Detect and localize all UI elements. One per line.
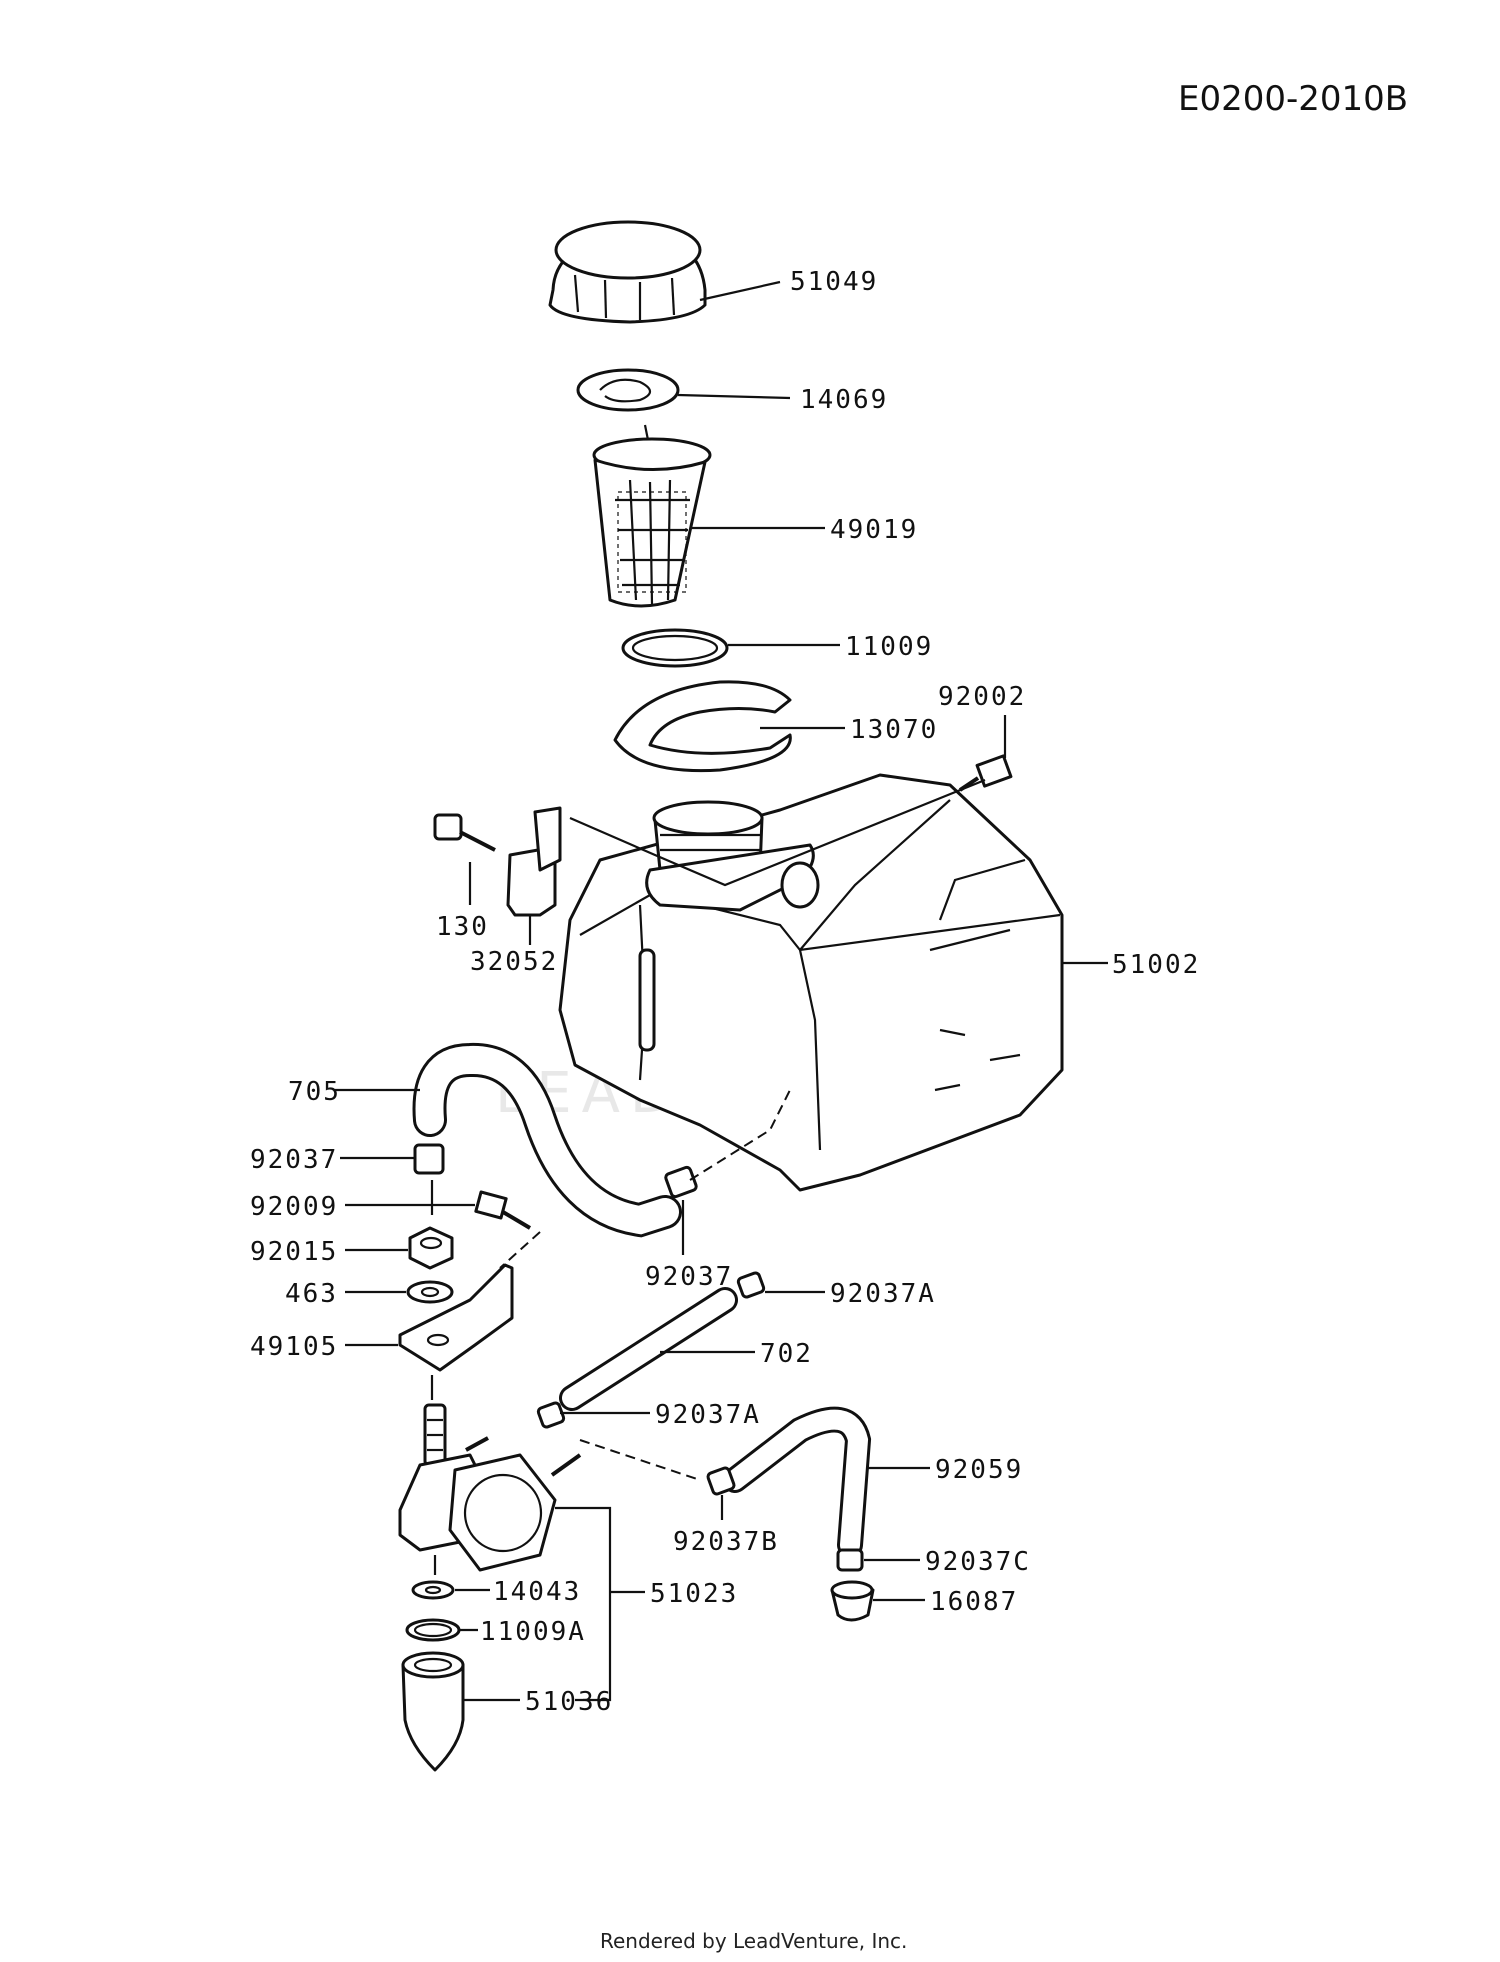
label-51049[interactable]: 51049 (790, 267, 878, 297)
label-92037A-top[interactable]: 92037A (830, 1279, 936, 1309)
clamp-92037A-top[interactable] (736, 1271, 825, 1299)
label-92009[interactable]: 92009 (250, 1192, 338, 1222)
label-49105[interactable]: 49105 (250, 1332, 338, 1362)
leader-49019-top (643, 424, 650, 441)
label-49019[interactable]: 49019 (830, 515, 918, 545)
hose-705[interactable] (335, 1042, 682, 1238)
label-14069[interactable]: 14069 (800, 385, 888, 415)
clamp-92037B[interactable] (706, 1466, 736, 1520)
bowl-51036[interactable] (401, 1651, 520, 1772)
label-13070[interactable]: 13070 (850, 715, 938, 745)
o-ring-11009[interactable] (621, 628, 840, 668)
label-92002[interactable]: 92002 (938, 682, 1026, 712)
label-92015[interactable]: 92015 (250, 1237, 338, 1267)
fuel-tank-51002[interactable] (558, 773, 1108, 1192)
label-92037-mid[interactable]: 92037 (645, 1262, 733, 1292)
label-51023[interactable]: 51023 (650, 1579, 738, 1609)
filler-neck (645, 800, 820, 912)
leader-bracket-tank (569, 778, 986, 887)
diagram-reference: E0200-2010B (1178, 79, 1408, 119)
label-11009[interactable]: 11009 (845, 632, 933, 662)
label-702[interactable]: 702 (760, 1339, 813, 1369)
label-92037-left[interactable]: 92037 (250, 1145, 338, 1175)
label-92037B[interactable]: 92037B (673, 1527, 779, 1557)
label-463[interactable]: 463 (285, 1279, 338, 1309)
bracket-32052[interactable] (506, 806, 562, 945)
fuel-pump-51023[interactable] (398, 1403, 645, 1702)
o-ring-11009A[interactable] (405, 1618, 478, 1642)
label-51002[interactable]: 51002 (1112, 950, 1200, 980)
fitting-92009[interactable] (345, 1190, 532, 1230)
gasket-14069[interactable] (576, 368, 791, 412)
bolt-92002[interactable] (958, 715, 1013, 792)
label-92059[interactable]: 92059 (935, 1455, 1023, 1485)
label-51036[interactable]: 51036 (525, 1687, 613, 1717)
label-11009A[interactable]: 11009A (480, 1617, 586, 1647)
label-32052[interactable]: 32052 (470, 947, 558, 977)
label-16087[interactable]: 16087 (930, 1587, 1018, 1617)
filter-16087[interactable] (830, 1580, 925, 1622)
clamp-92037A-mid[interactable] (536, 1401, 650, 1429)
nut-92015[interactable] (345, 1226, 454, 1270)
label-14043[interactable]: 14043 (493, 1577, 581, 1607)
washer-463[interactable] (345, 1280, 454, 1304)
label-705[interactable]: 705 (288, 1077, 341, 1107)
fuel-cap-51049[interactable] (548, 220, 781, 324)
bracket-49105[interactable] (345, 1263, 514, 1372)
leader-pump-outlet (579, 1439, 701, 1481)
strainer-49019[interactable] (592, 437, 825, 608)
leader-bracket-fitting (499, 1231, 541, 1269)
clamp-92037C[interactable] (836, 1548, 920, 1572)
clamp-92037-left[interactable] (340, 1143, 445, 1175)
bolt-130[interactable] (433, 813, 496, 905)
ring-13070[interactable] (613, 680, 845, 773)
hose-702[interactable] (559, 1287, 755, 1411)
footer-credit: Rendered by LeadVenture, Inc. (600, 1929, 907, 1953)
label-92037A-mid[interactable]: 92037A (655, 1400, 761, 1430)
label-92037C[interactable]: 92037C (925, 1547, 1031, 1577)
hose-92059[interactable] (722, 1406, 930, 1558)
gasket-14043[interactable] (411, 1580, 490, 1600)
label-130[interactable]: 130 (436, 912, 489, 942)
